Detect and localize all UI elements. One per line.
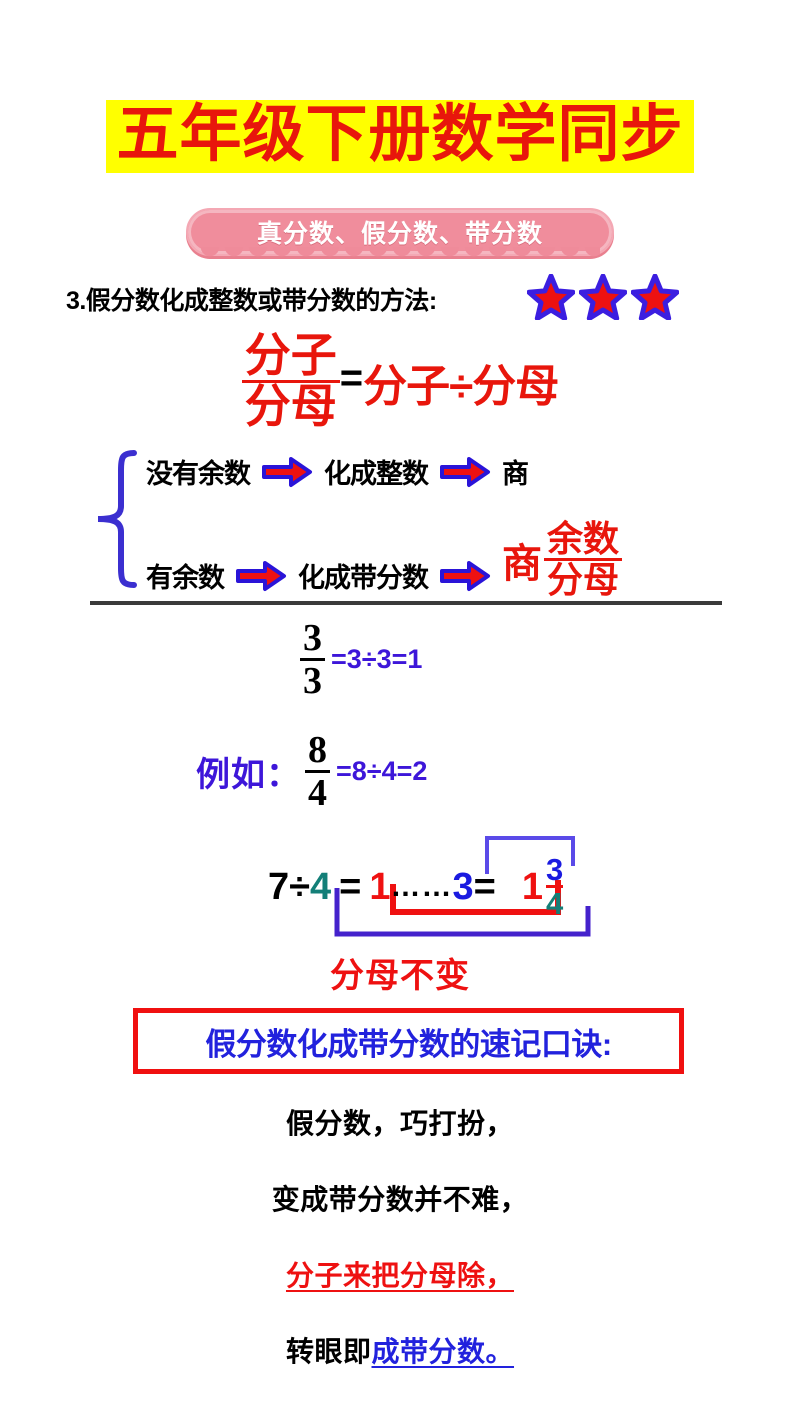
remainder: 3 (452, 865, 474, 908)
star-rating (527, 274, 679, 320)
right-arrow-icon (236, 560, 286, 591)
fraction-bar (300, 658, 325, 661)
main-formula: 分子 分母 = 分子÷分母 (0, 332, 800, 431)
mnemonic-verse: 假分数，巧打扮， 变成带分数并不难， 分子来把分母除， 转眼即成带分数。 (0, 1102, 800, 1406)
subtitle-pill: 真分数、假分数、带分数 (186, 208, 614, 261)
right-arrow-icon (440, 560, 490, 591)
rule-heading: 3.假分数化成整数或带分数的方法: (66, 287, 437, 315)
mnemonic-line-3-text: 分子来把分母除， (285, 1260, 514, 1291)
mnemonic-line-2: 变成带分数并不难， (271, 1184, 529, 1215)
denominator-unchanged-note: 分母不变 (330, 957, 470, 995)
divisor: 4 (310, 865, 332, 908)
branch-block: 没有余数 化成整数 商 有余数 化成带分数 商 余数 (92, 448, 732, 598)
mnemonic-title-box: 假分数化成带分数的速记口诀: (133, 1008, 684, 1074)
example-label: 例如： (196, 756, 301, 794)
branch-condition: 有余数 (146, 563, 225, 593)
remainder-dots: …… (390, 869, 453, 903)
branch-row-no-remainder: 没有余数 化成整数 商 (146, 452, 529, 491)
fraction-denominator: 4 (545, 886, 564, 921)
fraction-denominator: 4 (308, 772, 327, 814)
fraction-numerator: 分子 (244, 330, 337, 381)
example-eight-fourths: 例如： 8 4 =8÷4=2 (196, 730, 427, 813)
fraction-bar (544, 558, 623, 561)
fraction-numerator: 3 (303, 617, 322, 659)
fraction-denominator: 分母 (244, 381, 337, 432)
star-icon (527, 274, 575, 320)
mixed-number-result: 商 余数 分母 (502, 519, 623, 600)
subtitle-text: 真分数、假分数、带分数 (256, 220, 543, 248)
worked-division-example: 7 ÷ 4 = 1 …… 3 = 1 3 4 (0, 836, 800, 946)
branch-condition: 没有余数 (146, 459, 251, 489)
mixed-fraction-part: 余数 分母 (544, 519, 623, 600)
mixed-whole-part: 1 (521, 865, 543, 908)
example-equation: =3÷3=1 (331, 644, 423, 674)
curly-brace-icon (97, 450, 137, 588)
fraction-3-over-3: 3 3 (300, 618, 325, 701)
page-title-text: 五年级下册数学同步 (106, 100, 694, 174)
right-arrow-icon (440, 456, 490, 487)
page-title: 五年级下册数学同步 (0, 100, 800, 174)
quotient: 1 (369, 865, 391, 908)
example-three-thirds: 3 3 =3÷3=1 (300, 618, 422, 701)
fraction-numerator: 3 (545, 852, 564, 887)
equals-sign: = (339, 865, 362, 908)
equals-sign: = (339, 355, 364, 400)
branch-result: 商 (502, 459, 529, 489)
right-arrow-icon (262, 456, 312, 487)
branch-action: 化成整数 (324, 459, 429, 489)
fraction-numerator: 8 (308, 729, 327, 771)
mnemonic-line-3: 分子来把分母除， (0, 1254, 800, 1294)
equals-sign: = (473, 865, 496, 908)
division-sign: ÷ (289, 865, 310, 908)
worked-expression: 7 ÷ 4 = 1 …… 3 = 1 3 4 (268, 852, 564, 921)
mnemonic-line-4: 转眼即成带分数。 (0, 1330, 800, 1370)
dividend: 7 (268, 865, 290, 908)
section-divider (90, 601, 722, 605)
branch-row-has-remainder: 有余数 化成带分数 商 余数 分母 (146, 521, 623, 615)
mnemonic-title-text: 假分数化成带分数的速记口诀: (205, 1026, 612, 1062)
fraction-bar (305, 770, 330, 773)
mixed-fraction-part: 3 4 (545, 852, 564, 921)
example-equation: =8÷4=2 (336, 756, 428, 786)
fraction-denominator: 3 (303, 660, 322, 702)
mnemonic-line-4-head: 转眼即 (285, 1336, 372, 1367)
fraction-bar (545, 885, 564, 888)
fraction-numerator-over-denominator: 分子 分母 (241, 330, 340, 432)
mnemonic-line-1: 假分数，巧打扮， (285, 1108, 514, 1139)
fraction-bar (241, 380, 340, 383)
mnemonic-line-4-tail: 成带分数。 (371, 1336, 515, 1367)
fraction-denominator: 分母 (547, 560, 620, 600)
star-icon (631, 274, 679, 320)
fraction-numerator: 余数 (547, 519, 620, 559)
branch-action: 化成带分数 (298, 563, 429, 593)
main-formula-right: 分子÷分母 (363, 361, 559, 411)
star-icon (579, 274, 627, 320)
fraction-8-over-4: 8 4 (305, 730, 330, 813)
mixed-whole-part: 商 (502, 540, 542, 586)
